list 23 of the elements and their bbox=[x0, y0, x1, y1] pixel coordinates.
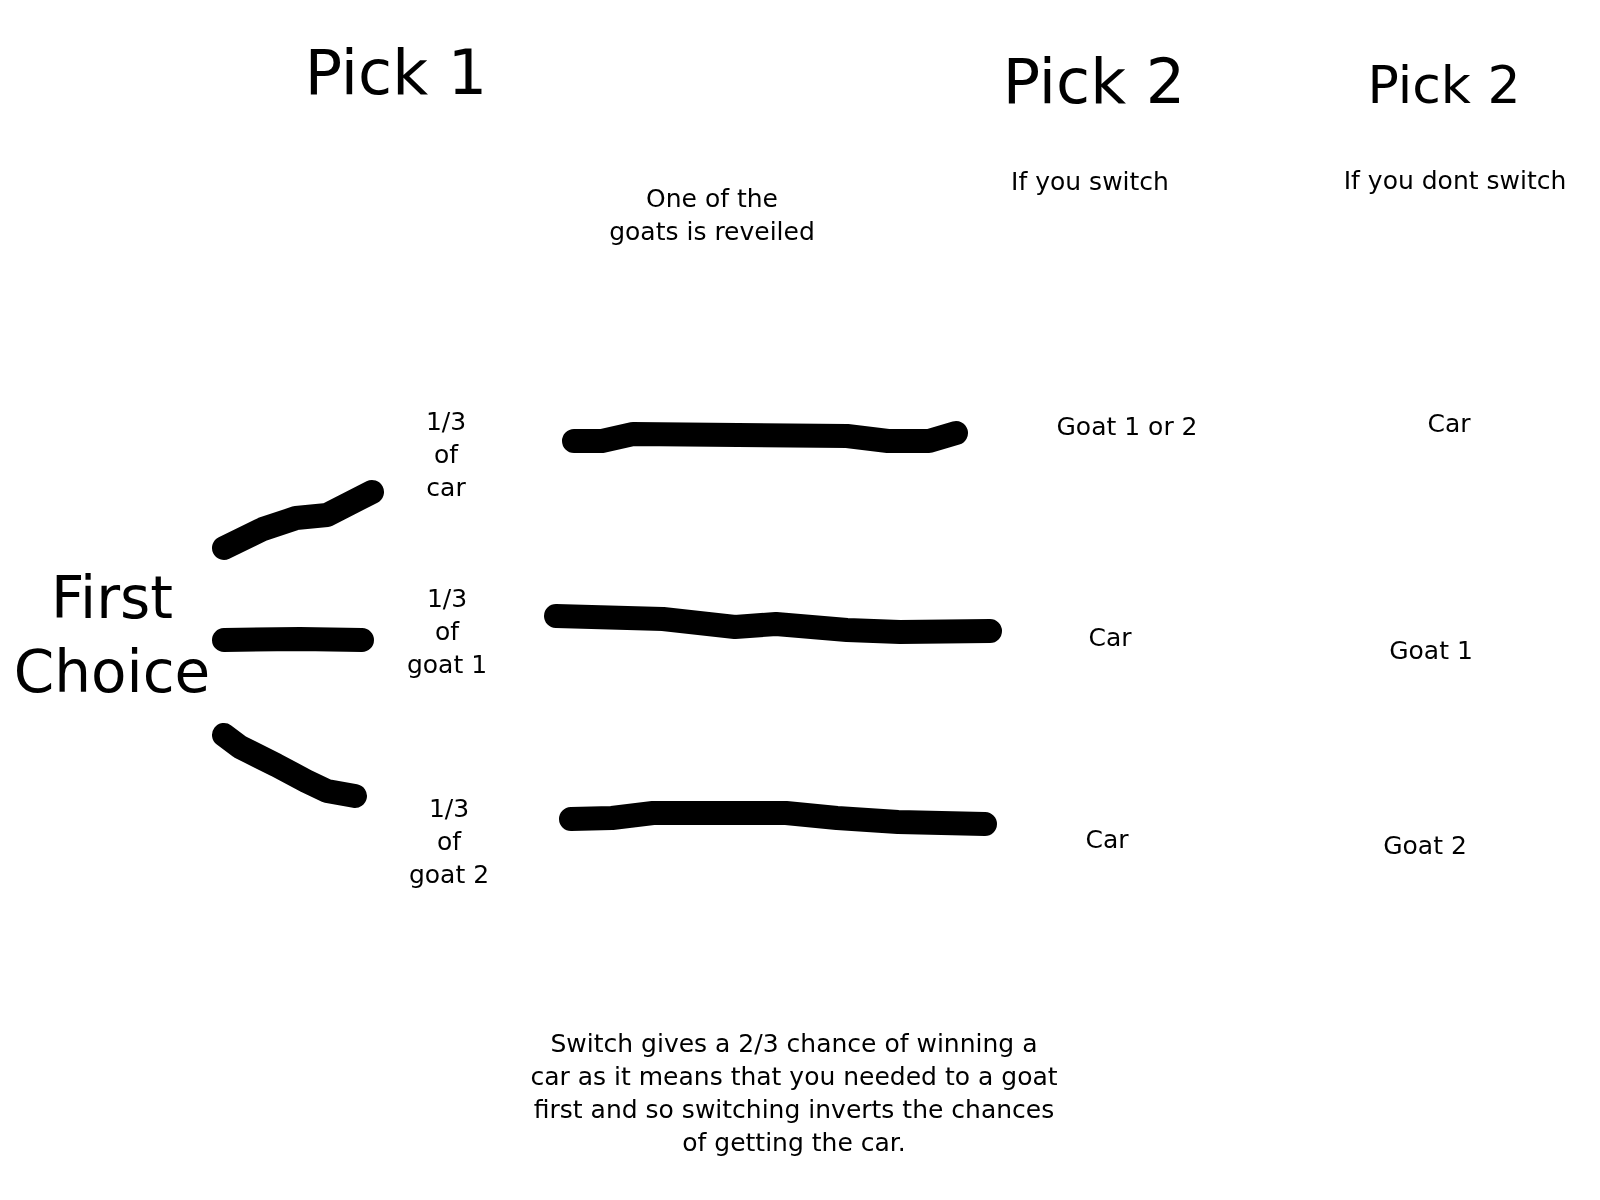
explanation-note: Switch gives a 2/3 chance of winning a car as it means that you needed to a goat first and so switching inverts the chances of getting the car. bbox=[530, 1028, 1058, 1159]
column-heading: Pick 2 bbox=[1367, 54, 1521, 116]
column-subheading: If you dont switch bbox=[1343, 164, 1567, 197]
outcome-label: Car bbox=[1085, 823, 1129, 856]
outcome-label: Goat 1 bbox=[1389, 634, 1473, 667]
probability-label: 1/3 of car bbox=[425, 405, 467, 504]
step-note: One of the goats is reveiled bbox=[609, 183, 815, 248]
probability-label: 1/3 of goat 1 bbox=[406, 582, 488, 681]
outcome-label: Car bbox=[1088, 621, 1132, 654]
connector-line bbox=[544, 604, 1002, 644]
outcome-label: Goat 1 or 2 bbox=[1056, 410, 1198, 443]
column-heading: Pick 2 bbox=[1002, 45, 1186, 119]
probability-label: 1/3 of goat 2 bbox=[408, 792, 490, 891]
start-label: First Choice bbox=[13, 563, 211, 708]
column-subheading: If you switch bbox=[1011, 165, 1169, 198]
column-heading: Pick 1 bbox=[304, 36, 488, 110]
connector-line bbox=[212, 480, 384, 560]
connector-line bbox=[562, 421, 968, 453]
outcome-label: Goat 2 bbox=[1383, 829, 1467, 862]
outcome-label: Car bbox=[1427, 407, 1471, 440]
connector-line bbox=[559, 801, 997, 836]
connector-line bbox=[212, 627, 374, 652]
connector-line bbox=[212, 723, 367, 808]
